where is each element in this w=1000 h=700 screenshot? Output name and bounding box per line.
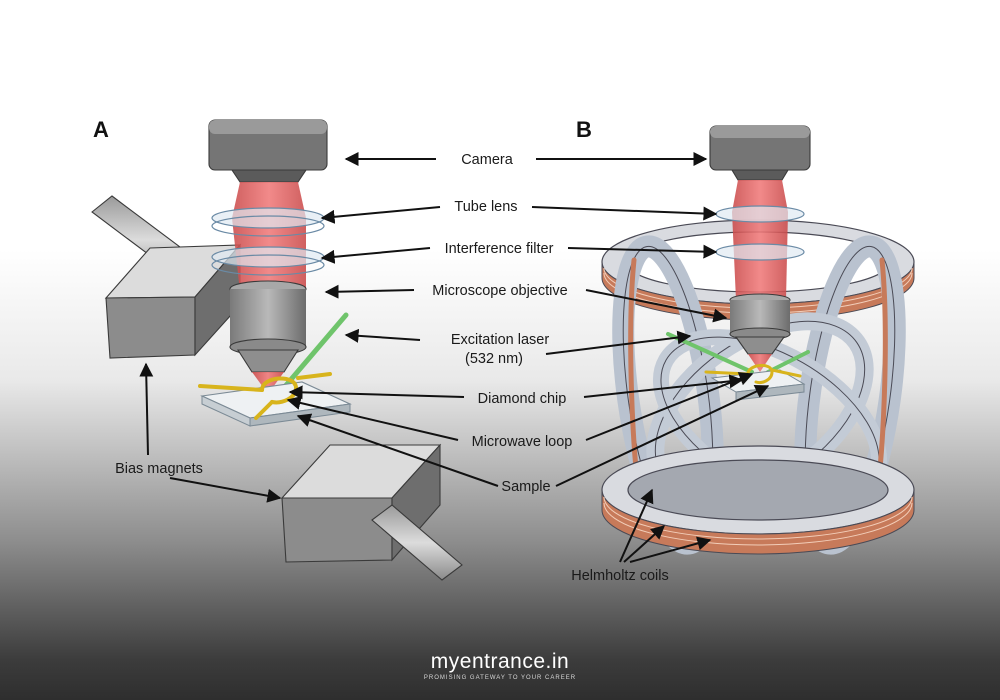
label-microscope-objective: Microscope objective: [432, 283, 567, 299]
arrow-sample-b: [555, 385, 770, 487]
label-tube-lens: Tube lens: [454, 199, 517, 215]
arrow-tube-lens-a: [320, 206, 441, 224]
arrow-chip-a: [288, 385, 465, 400]
excitation-laser-a: [279, 312, 349, 393]
helmholtz-coil-bottom: [601, 445, 915, 555]
arrow-objective-a: [324, 284, 415, 299]
bias-magnet-lower: [280, 443, 463, 581]
brand-watermark: myentrance.in PROMISING GATEWAY TO YOUR …: [0, 650, 1000, 681]
label-bias-magnets: Bias magnets: [115, 461, 203, 477]
panel-letter-a: A: [93, 117, 109, 142]
callout-arrows: [139, 152, 770, 563]
arrow-tube-lens-b: [531, 206, 718, 221]
label-helmholtz-coils: Helmholtz coils: [571, 568, 669, 584]
interference-filter-b: [715, 243, 805, 261]
objective-a: [229, 280, 307, 394]
bias-magnet-upper: [91, 195, 242, 359]
label-sample: Sample: [501, 479, 550, 495]
label-excitation-wavelength: (532 nm): [465, 351, 523, 367]
arrow-magnet-lower: [169, 477, 282, 503]
arrow-coil-mid: [623, 525, 666, 563]
camera-a: [208, 119, 328, 183]
interference-filter-a: [211, 246, 325, 276]
label-interference-filter: Interference filter: [445, 241, 554, 257]
arrow-coil-right: [629, 536, 712, 563]
tube-lens-b: [715, 205, 805, 223]
arrow-sample-a: [296, 413, 499, 487]
arrow-loop-a: [286, 396, 459, 441]
excitation-laser-b-out: [766, 350, 810, 374]
label-excitation-laser: Excitation laser: [451, 332, 549, 348]
panel-a-apparatus: [91, 119, 463, 581]
label-diamond-chip: Diamond chip: [478, 391, 567, 407]
arrow-objective-b: [585, 289, 728, 323]
light-beam-b: [732, 180, 788, 300]
brand-tagline: PROMISING GATEWAY TO YOUR CAREER: [423, 675, 577, 681]
label-microwave-loop: Microwave loop: [472, 434, 573, 450]
objective-b: [729, 293, 791, 372]
arrow-chip-b: [583, 374, 744, 398]
brand-name: myentrance.in: [430, 650, 570, 673]
arrow-filter-a: [320, 247, 431, 264]
arrow-laser-a: [344, 328, 421, 343]
label-camera: Camera: [461, 152, 514, 168]
arrow-loop-b: [585, 372, 754, 441]
arrow-filter-b: [567, 244, 718, 259]
panel-letter-b: B: [576, 117, 592, 142]
camera-b: [709, 125, 811, 181]
arrow-laser-b: [545, 330, 692, 355]
arrow-coil-left: [619, 488, 654, 563]
panel-b-apparatus: [601, 125, 915, 555]
arrow-magnet-upper: [139, 362, 154, 456]
